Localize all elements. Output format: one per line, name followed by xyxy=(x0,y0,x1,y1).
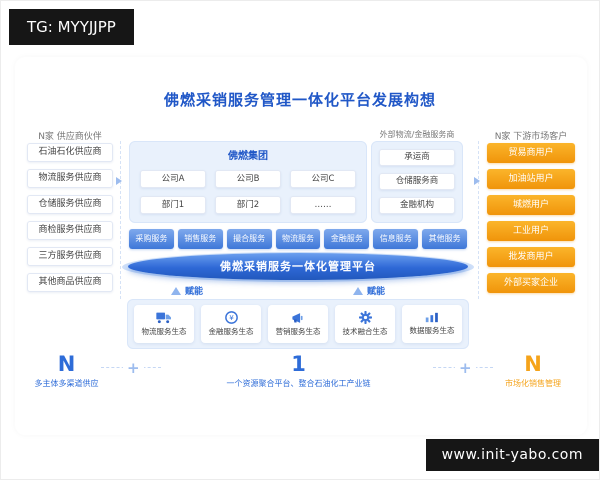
coins-icon: ¥ xyxy=(224,311,238,324)
external-item: 仓储服务商 xyxy=(379,173,455,190)
empower-label: 赋能 xyxy=(185,287,204,297)
customer-item: 城燃用户 xyxy=(487,195,575,215)
platform-one-value: 1 xyxy=(291,352,306,376)
ecosystem-card: 技术融合生态 xyxy=(335,305,395,343)
service-chip: 金融服务 xyxy=(324,229,370,249)
plus-sign-left: + xyxy=(123,359,144,377)
ecosystem-panel: 物流服务生态 ¥ 金融服务生态 营销服务生态 xyxy=(127,299,469,349)
service-chip: 其他服务 xyxy=(422,229,468,249)
customers-column: 贸易商用户 加油站用户 城燃用户 工业用户 批发商用户 外部买家企业 xyxy=(487,143,575,299)
empower-left: 赋能 xyxy=(171,284,203,297)
customers-label: N家 下游市场客户 xyxy=(494,132,568,142)
platform-bar: 佛燃采销服务一体化管理平台 xyxy=(128,253,468,280)
supplier-item: 物流服务供应商 xyxy=(27,169,113,188)
customer-item: 批发商用户 xyxy=(487,247,575,267)
supply-n-value: N xyxy=(57,352,76,376)
telegram-watermark-badge: TG: MYYJJPP xyxy=(9,9,134,45)
company-box: 公司A xyxy=(140,170,206,188)
empower-right: 赋能 xyxy=(353,284,385,297)
ecosystem-card: 营销服务生态 xyxy=(268,305,328,343)
supplier-item: 商检服务供应商 xyxy=(27,221,113,240)
ecosystem-label: 技术融合生态 xyxy=(342,327,388,336)
department-box: 部门1 xyxy=(140,196,206,214)
group-departments-row: 部门1 部门2 …… xyxy=(130,196,366,214)
group-companies-row: 公司A 公司B 公司C xyxy=(130,170,366,188)
ecosystem-label: 营销服务生态 xyxy=(275,326,321,336)
company-box: 公司B xyxy=(215,170,281,188)
empower-label: 赋能 xyxy=(367,287,386,297)
supplier-item: 其他商品供应商 xyxy=(27,273,113,292)
ecosystem-card: 数据服务生态 xyxy=(402,305,462,343)
megaphone-icon xyxy=(292,312,303,323)
services-row: 采购服务 销售服务 撮合服务 物流服务 金融服务 信息服务 其他服务 xyxy=(129,229,468,249)
service-chip: 撮合服务 xyxy=(226,229,272,249)
svg-text:¥: ¥ xyxy=(229,313,234,322)
service-chip: 销售服务 xyxy=(177,229,223,249)
supplier-item: 仓储服务供应商 xyxy=(27,195,113,214)
arrow-up-icon xyxy=(171,286,181,295)
supplier-item: 三方服务供应商 xyxy=(27,247,113,266)
supplier-item: 石油石化供应商 xyxy=(27,143,113,162)
group-title: 佛燃集团 xyxy=(228,151,268,162)
ecosystem-label: 金融服务生态 xyxy=(208,327,254,336)
suppliers-label: N家 供应商伙伴 xyxy=(38,132,102,142)
formula-market: N 市场化销售管理 xyxy=(483,353,583,389)
arrow-up-icon xyxy=(353,286,363,295)
department-box: 部门2 xyxy=(215,196,281,214)
department-box: …… xyxy=(290,196,356,214)
left-dashed-separator xyxy=(120,141,121,299)
customer-item: 工业用户 xyxy=(487,221,575,241)
customer-item: 加油站用户 xyxy=(487,169,575,189)
market-n-caption: 市场化销售管理 xyxy=(505,379,561,388)
plus-sign-right: + xyxy=(455,359,476,377)
left-arrow-connector-icon xyxy=(116,177,122,185)
customer-item: 贸易商用户 xyxy=(487,143,575,163)
right-dashed-separator xyxy=(478,141,479,299)
service-chip: 采购服务 xyxy=(129,229,174,249)
supply-n-caption: 多主体多渠道供应 xyxy=(34,379,99,388)
gear-icon xyxy=(358,311,372,324)
formula-platform: 1 一个资源聚合平台、整合石油化工产业链 xyxy=(171,353,426,389)
market-n-value: N xyxy=(524,352,542,376)
group-panel: 佛燃集团 公司A 公司B 公司C 部门1 部门2 …… xyxy=(129,141,367,223)
external-label: 外部物流/金融服务商 xyxy=(379,130,455,139)
service-chip: 物流服务 xyxy=(275,229,321,249)
suppliers-column: 石油石化供应商 物流服务供应商 仓储服务供应商 商检服务供应商 三方服务供应商 … xyxy=(27,143,113,299)
bar-chart-icon xyxy=(425,312,438,323)
truck-icon xyxy=(156,312,171,323)
ecosystem-card: 物流服务生态 xyxy=(134,305,194,343)
ecosystem-card: ¥ 金融服务生态 xyxy=(201,305,261,343)
ecosystem-label: 数据服务生态 xyxy=(409,326,455,335)
external-item: 金融机构 xyxy=(379,197,455,214)
external-panel: 承运商 仓储服务商 金融机构 xyxy=(371,141,463,223)
right-arrow-connector-icon xyxy=(474,177,480,185)
platform-one-caption: 一个资源聚合平台、整合石油化工产业链 xyxy=(226,379,371,388)
page-title: 佛燃采销服务管理一体化平台发展构想 xyxy=(163,91,436,109)
customer-item: 外部买家企业 xyxy=(487,273,575,293)
ecosystem-label: 物流服务生态 xyxy=(141,326,187,336)
website-watermark-badge: www.init-yabo.com xyxy=(425,439,599,471)
service-chip: 信息服务 xyxy=(373,229,419,249)
external-item: 承运商 xyxy=(379,149,455,166)
formula-supply: N 多主体多渠道供应 xyxy=(19,353,114,389)
company-box: 公司C xyxy=(290,170,356,188)
